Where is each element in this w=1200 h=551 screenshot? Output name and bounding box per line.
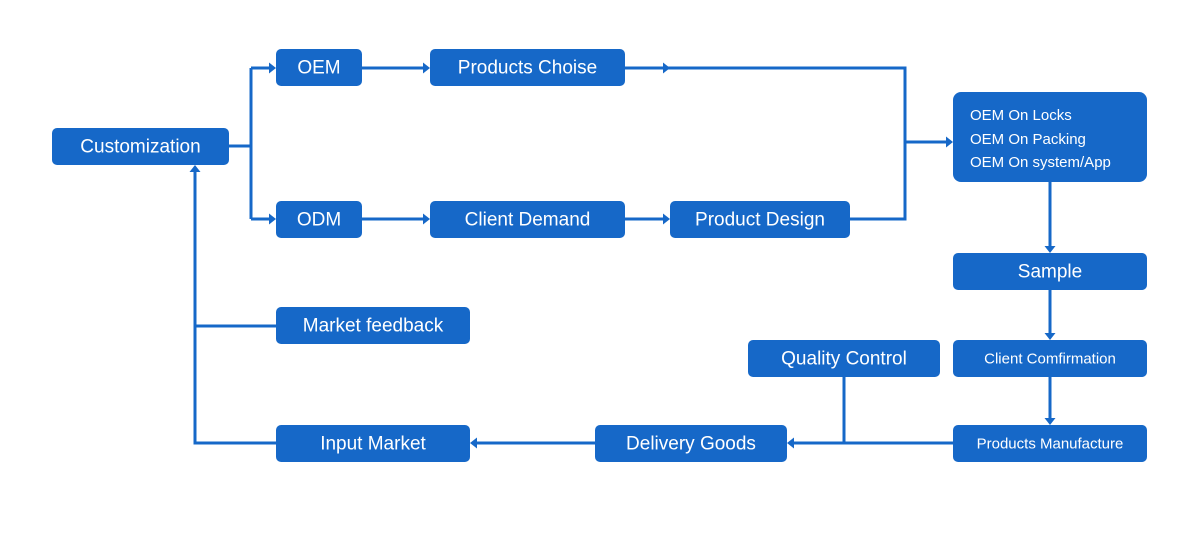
connector-client-demand-to-design <box>625 213 670 225</box>
nodes-layer: Customization OEM ODM Products ChoiseClient… <box>52 49 1147 462</box>
arrowhead-icon <box>1044 418 1056 425</box>
node-delivery-goods[interactable]: Delivery Goods <box>595 425 787 462</box>
node-box[interactable] <box>953 253 1147 290</box>
node-box[interactable] <box>276 307 470 344</box>
connector-oem-on-to-sample <box>1044 182 1056 253</box>
connector-merge-to-oem-on <box>905 136 953 148</box>
node-input-market[interactable]: Input Market <box>276 425 470 462</box>
arrowhead-icon <box>663 62 670 74</box>
node-box[interactable] <box>953 340 1147 377</box>
arrowhead-icon <box>1044 333 1056 340</box>
node-box[interactable] <box>52 128 229 165</box>
arrowhead-icon <box>423 213 430 225</box>
arrowhead-icon <box>423 62 430 74</box>
node-products-choise[interactable]: Products Choise <box>430 49 625 86</box>
node-customization[interactable]: Customization <box>52 128 229 165</box>
node-label: Input Market <box>320 434 426 455</box>
connector-sample-to-comfirmation <box>1044 290 1056 340</box>
node-label-line: OEM On Locks <box>970 107 1072 124</box>
node-box[interactable] <box>595 425 787 462</box>
connector-line <box>850 142 907 221</box>
arrowhead-icon <box>269 62 276 74</box>
connector-line <box>249 66 269 219</box>
node-label: Customization <box>80 137 200 158</box>
node-box[interactable] <box>670 201 850 238</box>
node-box[interactable] <box>953 92 1147 182</box>
connector-comfirmation-to-manufacture <box>1044 377 1056 425</box>
node-box[interactable] <box>276 49 362 86</box>
node-client-demand[interactable]: Client Demand <box>430 201 625 238</box>
node-label: ODM <box>297 210 341 231</box>
node-box[interactable] <box>276 425 470 462</box>
node-label: Products Manufacture <box>977 435 1124 452</box>
node-odm[interactable]: ODM <box>276 201 362 238</box>
connectors-layer <box>189 62 1056 449</box>
node-label: Quality Control <box>781 349 907 370</box>
connector-split-to-odm <box>251 213 276 225</box>
node-box[interactable] <box>953 425 1147 462</box>
arrowhead-icon <box>787 437 794 449</box>
arrowhead-icon <box>189 165 201 172</box>
node-box[interactable] <box>430 49 625 86</box>
arrowhead-icon <box>663 213 670 225</box>
connector-product-design-to-merge <box>850 142 907 221</box>
node-box[interactable] <box>430 201 625 238</box>
node-label: Products Choise <box>458 58 597 79</box>
arrowhead-icon <box>470 437 477 449</box>
node-product-design[interactable]: Product Design <box>670 201 850 238</box>
node-box[interactable] <box>748 340 940 377</box>
connector-delivery-to-input-market <box>470 437 595 449</box>
connector-split-to-oem <box>249 62 276 219</box>
arrowhead-icon <box>269 213 276 225</box>
connector-input-market-to-customization <box>189 165 276 445</box>
connector-odm-to-client-demand <box>362 213 430 225</box>
node-label: Client Demand <box>465 210 591 231</box>
connector-oem-to-products-choise <box>362 62 430 74</box>
node-label-line: OEM On Packing <box>970 131 1086 148</box>
connector-line <box>193 172 276 445</box>
node-label: Market feedback <box>303 316 444 337</box>
node-label-line: OEM On system/App <box>970 154 1111 171</box>
node-products-manufacture[interactable]: Products Manufacture <box>953 425 1147 462</box>
node-label: Delivery Goods <box>626 434 756 455</box>
node-label: Client Comfirmation <box>984 350 1116 367</box>
connector-manufacture-to-delivery <box>787 437 953 449</box>
node-oem[interactable]: OEM <box>276 49 362 86</box>
node-label: OEM <box>297 58 340 79</box>
node-client-comfirmation[interactable]: Client Comfirmation <box>953 340 1147 377</box>
arrowhead-icon <box>946 136 953 148</box>
arrowhead-icon <box>1044 246 1056 253</box>
node-sample[interactable]: Sample <box>953 253 1147 290</box>
node-label: Product Design <box>695 210 825 231</box>
connector-line <box>625 66 907 142</box>
node-label: Sample <box>1018 262 1082 283</box>
node-market-feedback[interactable]: Market feedback <box>276 307 470 344</box>
node-quality-control[interactable]: Quality Control <box>748 340 940 377</box>
connector-products-choise-to-merge <box>625 62 907 142</box>
node-box[interactable] <box>276 201 362 238</box>
